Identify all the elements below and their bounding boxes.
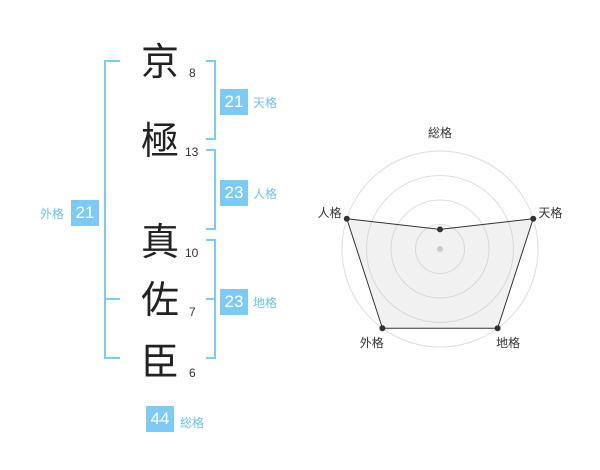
stroke-count-2: 13 [185, 145, 199, 159]
radar-grid-ring [366, 175, 514, 323]
jinkaku-label: 人格 [253, 187, 278, 201]
radar-grid-ring [341, 150, 539, 348]
radar-center-point [437, 246, 443, 252]
gaikaku-label: 外格 [40, 207, 65, 221]
radar-axis-label: 総格 [428, 125, 452, 140]
outer-bracket [104, 60, 120, 359]
radar-axis-label: 人格 [318, 205, 342, 220]
radar-point [437, 226, 443, 233]
stroke-count-3: 10 [185, 246, 199, 260]
radar-axis-label: 地格 [496, 335, 520, 350]
radar-point [494, 325, 501, 332]
tenkaku-bracket [206, 60, 216, 140]
tenkaku-label: 天格 [253, 96, 278, 110]
name-char-5: 臣 [140, 340, 179, 384]
radar-series-area [346, 218, 534, 329]
stroke-count-5: 6 [189, 366, 196, 380]
radar-point [530, 215, 537, 222]
chikaku-label: 地格 [253, 296, 278, 310]
stroke-count-4: 7 [189, 305, 196, 319]
jinkaku-value: 23 [220, 180, 248, 206]
radar-grid-ring [415, 224, 465, 274]
soukaku-label: 総格 [180, 416, 205, 430]
name-char-1: 京 [140, 40, 179, 84]
name-char-2: 極 [140, 119, 179, 163]
radar-axis-label: 天格 [538, 205, 562, 220]
radar-grid-ring [390, 199, 490, 299]
chikaku-value: 23 [220, 289, 248, 315]
tenkaku-value: 21 [220, 89, 248, 115]
stroke-count-1: 8 [189, 66, 196, 80]
name-char-4: 佐 [140, 278, 179, 322]
jinkaku-bracket [206, 149, 216, 230]
radar-point [343, 215, 350, 222]
radar-point [379, 325, 386, 332]
gaikaku-value: 21 [71, 200, 99, 226]
soukaku-value: 44 [146, 406, 174, 432]
name-char-3: 真 [140, 220, 179, 264]
radar-axis-label: 外格 [360, 335, 384, 350]
